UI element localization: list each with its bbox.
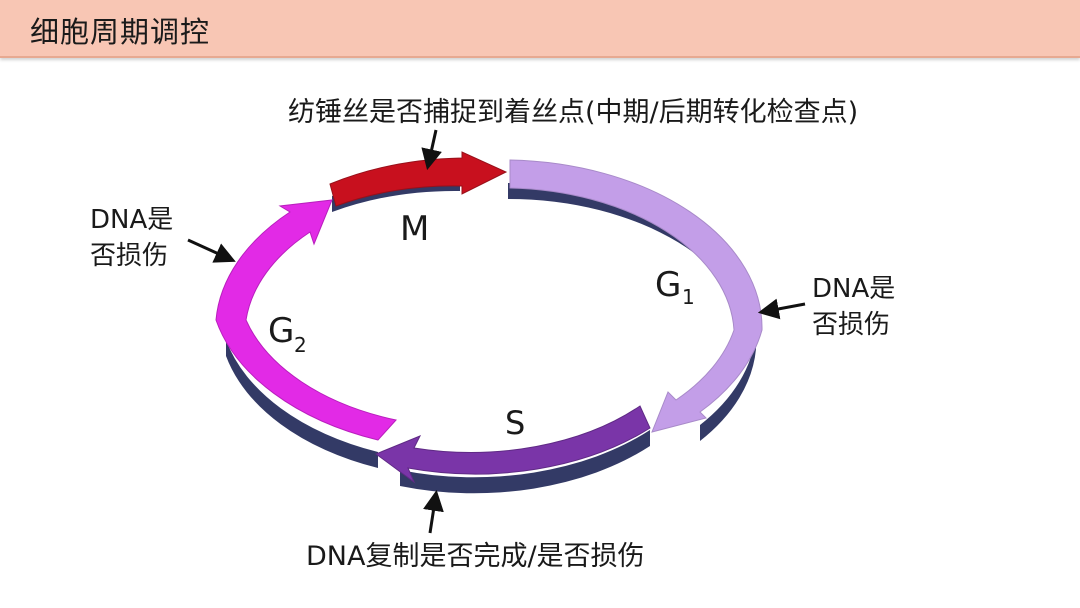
checkpoint-bottom-label: DNA复制是否完成/是否损伤 xyxy=(306,541,645,572)
g1-arc-side-lower xyxy=(700,333,756,441)
g2-arc xyxy=(215,199,397,441)
s-arc-side xyxy=(400,430,650,494)
checkpoint-top-pointer-icon xyxy=(421,129,442,171)
g2-arc-side xyxy=(226,340,378,468)
g1-arc xyxy=(509,159,763,433)
phase-label-g2: G xyxy=(268,311,294,351)
checkpoint-right-pointer-icon xyxy=(757,298,806,320)
header-bar: 细胞周期调控 xyxy=(0,0,1080,58)
checkpoint-left-pointer-icon xyxy=(187,238,236,263)
phase-label-g2-subscript: 2 xyxy=(294,333,307,357)
checkpoint-top-label: 纺锤丝是否捕捉到着丝点(中期/后期转化检查点) xyxy=(288,97,858,128)
phase-label-m: M xyxy=(400,209,429,249)
phase-label-g1: G xyxy=(655,265,681,305)
s-arc xyxy=(374,405,651,484)
g1-arc-side xyxy=(508,182,756,349)
checkpoint-left-label-line1: DNA是 xyxy=(90,205,173,235)
m-arc xyxy=(329,151,508,207)
checkpoint-right-label-line2: 否损伤 xyxy=(812,310,890,340)
checkpoint-left-label-line2: 否损伤 xyxy=(90,241,168,271)
checkpoint-right-label-line1: DNA是 xyxy=(812,274,895,304)
checkpoint-bottom-pointer-icon xyxy=(423,489,444,534)
page-title: 细胞周期调控 xyxy=(30,15,211,49)
phase-label-g1-subscript: 1 xyxy=(682,285,695,309)
phase-label-s: S xyxy=(505,404,525,442)
